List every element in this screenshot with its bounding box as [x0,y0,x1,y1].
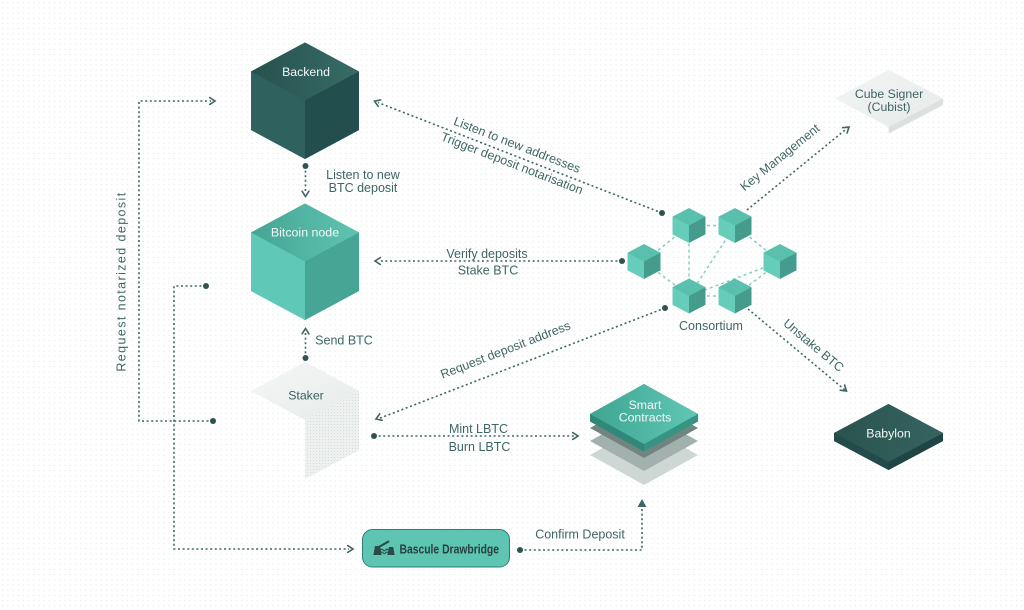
svg-text:Smart: Smart [629,398,662,412]
svg-text:Stake BTC: Stake BTC [458,264,518,278]
svg-text:Babylon: Babylon [866,427,911,441]
svg-text:Cube Signer: Cube Signer [855,87,923,101]
svg-text:Burn LBTC: Burn LBTC [449,440,511,454]
svg-text:Mint LBTC: Mint LBTC [449,422,508,436]
svg-text:Confirm Deposit: Confirm Deposit [535,528,625,542]
svg-text:(Cubist): (Cubist) [867,100,910,114]
svg-text:Consortium: Consortium [679,319,743,333]
svg-text:Request notarized deposit: Request notarized deposit [115,191,129,371]
svg-text:Contracts: Contracts [619,411,672,425]
svg-text:Bitcoin node: Bitcoin node [271,226,339,240]
svg-text:Backend: Backend [282,65,330,79]
svg-text:Send BTC: Send BTC [315,334,373,348]
svg-text:Verify deposits: Verify deposits [446,247,527,261]
svg-text:Bascule Drawbridge: Bascule Drawbridge [400,542,500,557]
svg-text:Listen to new: Listen to new [326,168,401,182]
svg-text:BTC deposit: BTC deposit [329,181,398,195]
svg-text:Staker: Staker [288,389,324,403]
